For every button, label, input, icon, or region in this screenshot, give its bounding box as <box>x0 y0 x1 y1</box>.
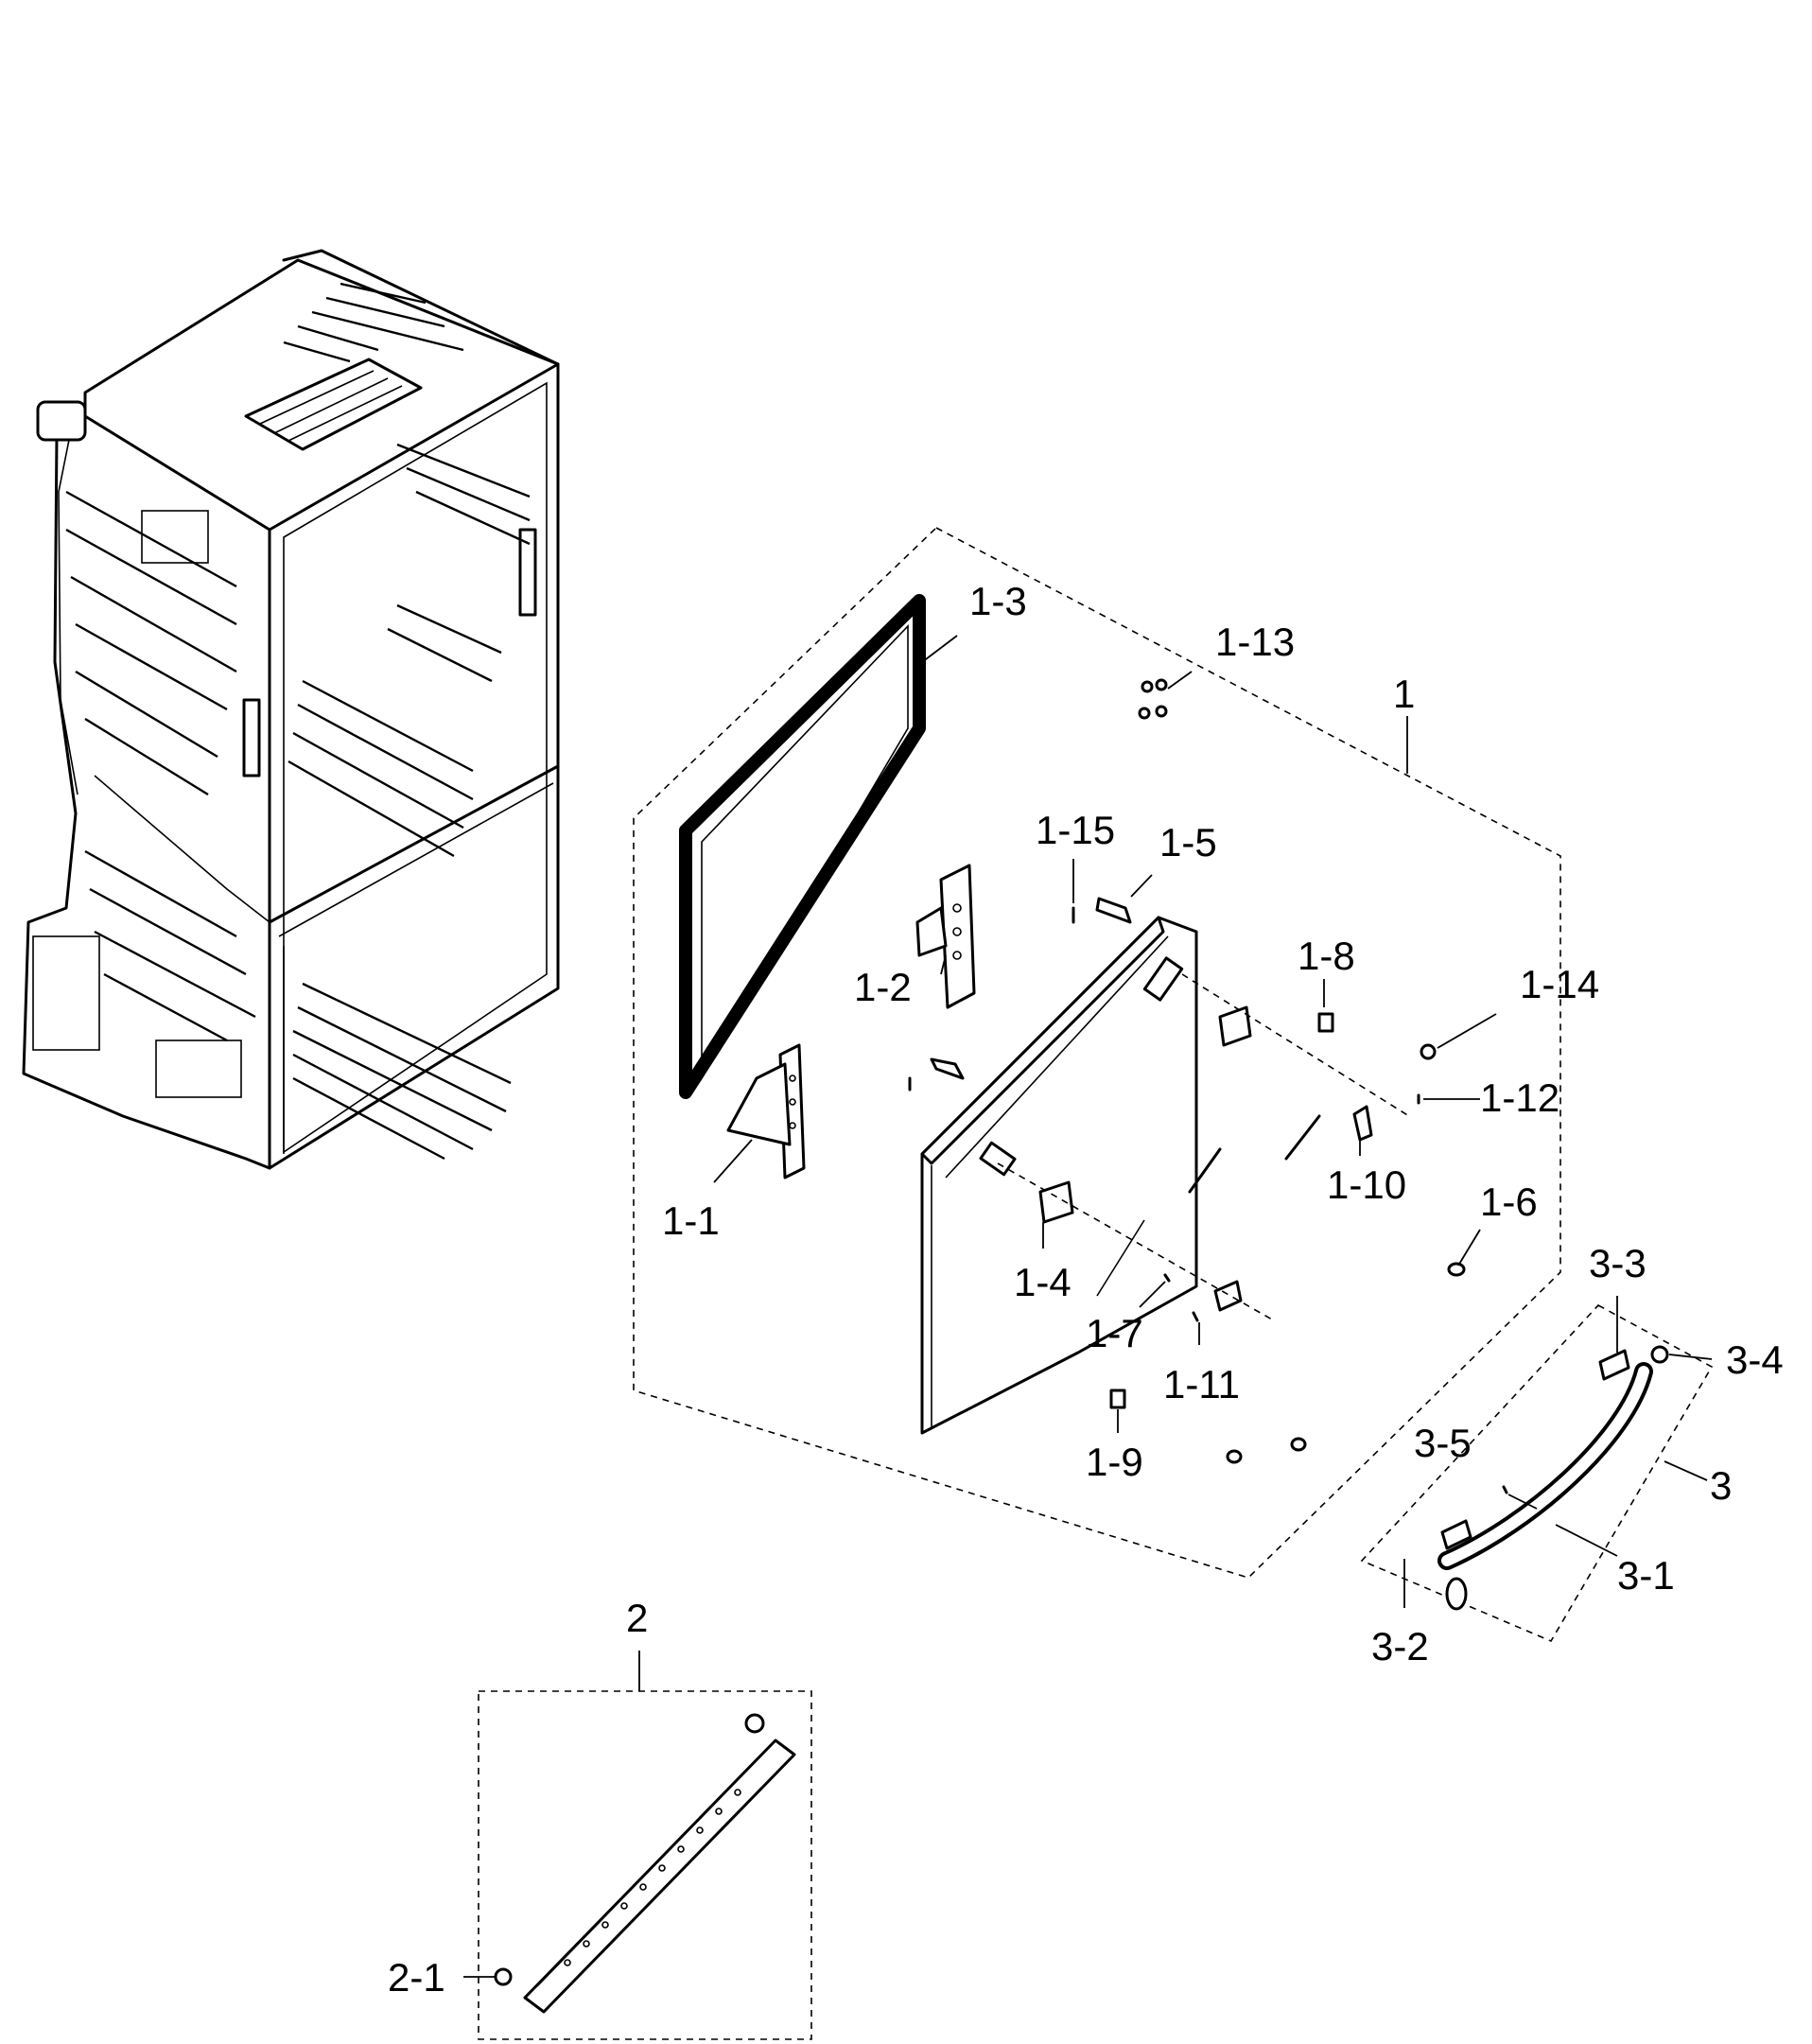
hinge-pin-1-10 <box>1352 1105 1373 1142</box>
callout-labels: 1 1-1 1-2 1-3 1-4 1-5 1-6 1-7 1-8 1-9 1-… <box>388 579 1784 2000</box>
part-1-14 <box>1420 1043 1437 1060</box>
cabinet-interior-hatching <box>287 443 531 1161</box>
refrigerator-cabinet <box>22 249 560 1170</box>
callout-1-5: 1-5 <box>1159 820 1217 865</box>
callout-1-12: 1-12 <box>1480 1075 1559 1120</box>
assembly-3-boundary <box>1360 1304 1714 1643</box>
cabinet-top-hatching <box>283 282 464 363</box>
assembly-2-boundary <box>478 1690 812 2040</box>
leader-lines <box>463 635 1713 1978</box>
hinge-spring <box>930 1057 965 1080</box>
callout-3-3: 3-3 <box>1589 1241 1646 1285</box>
callout-1-14: 1-14 <box>1520 962 1599 1006</box>
callout-1-13: 1-13 <box>1215 620 1295 664</box>
callout-2-1: 2-1 <box>388 1955 445 2000</box>
cabinet-side-hatching <box>65 490 256 1042</box>
part-1-6 <box>1447 1262 1466 1277</box>
part-3-4 <box>1650 1345 1669 1364</box>
callout-2: 2 <box>626 1596 648 1640</box>
callout-3-2: 3-2 <box>1371 1624 1429 1668</box>
upper-hinge-bracket <box>915 864 976 1009</box>
part-3-2 <box>1440 1519 1472 1550</box>
callout-1-11: 1-11 <box>1163 1362 1240 1406</box>
callout-3: 3 <box>1710 1463 1732 1508</box>
callout-3-1: 3-1 <box>1617 1553 1675 1598</box>
screws-1-13 <box>1138 678 1168 720</box>
lower-hinge-bracket <box>726 1043 806 1179</box>
part-1-8 <box>1317 1012 1334 1033</box>
door-gasket <box>679 594 926 1099</box>
callout-1-15: 1-15 <box>1036 808 1115 852</box>
part-1-9 <box>1109 1389 1126 1409</box>
assembly-1-boundary <box>633 527 1561 1579</box>
part-1-7 <box>1163 1273 1171 1283</box>
door-handle <box>1437 1362 1653 1611</box>
bottom-screw-left <box>1226 1449 1243 1464</box>
part-1-11 <box>1192 1311 1199 1322</box>
part-3-3 <box>1598 1349 1630 1381</box>
bottom-screw-right <box>1290 1437 1307 1452</box>
part-2-1-screw <box>494 1967 513 1986</box>
callout-1-2: 1-2 <box>854 965 912 1009</box>
part-3-5 <box>1502 1485 1508 1494</box>
callout-3-4: 3-4 <box>1726 1337 1784 1382</box>
callout-1-6: 1-6 <box>1480 1179 1538 1224</box>
callout-1: 1 <box>1393 672 1415 716</box>
door-panel <box>920 916 1222 1435</box>
callout-1-7: 1-7 <box>1086 1311 1143 1355</box>
callout-1-10: 1-10 <box>1327 1162 1406 1207</box>
callout-1-9: 1-9 <box>1086 1440 1143 1484</box>
callout-3-5: 3-5 <box>1414 1421 1472 1465</box>
lower-hinge-pin <box>1213 1280 1243 1312</box>
lower-hinge-plate <box>1038 1180 1074 1224</box>
callout-1-1: 1-1 <box>662 1198 720 1243</box>
upper-door-spring <box>1095 897 1132 924</box>
callout-1-3: 1-3 <box>969 579 1027 623</box>
upper-hinge-plate <box>1218 1005 1252 1047</box>
callout-1-4: 1-4 <box>1014 1260 1072 1304</box>
callout-1-8: 1-8 <box>1298 934 1355 978</box>
top-screw <box>744 1713 765 1734</box>
ice-bin-handle <box>523 1738 796 2014</box>
